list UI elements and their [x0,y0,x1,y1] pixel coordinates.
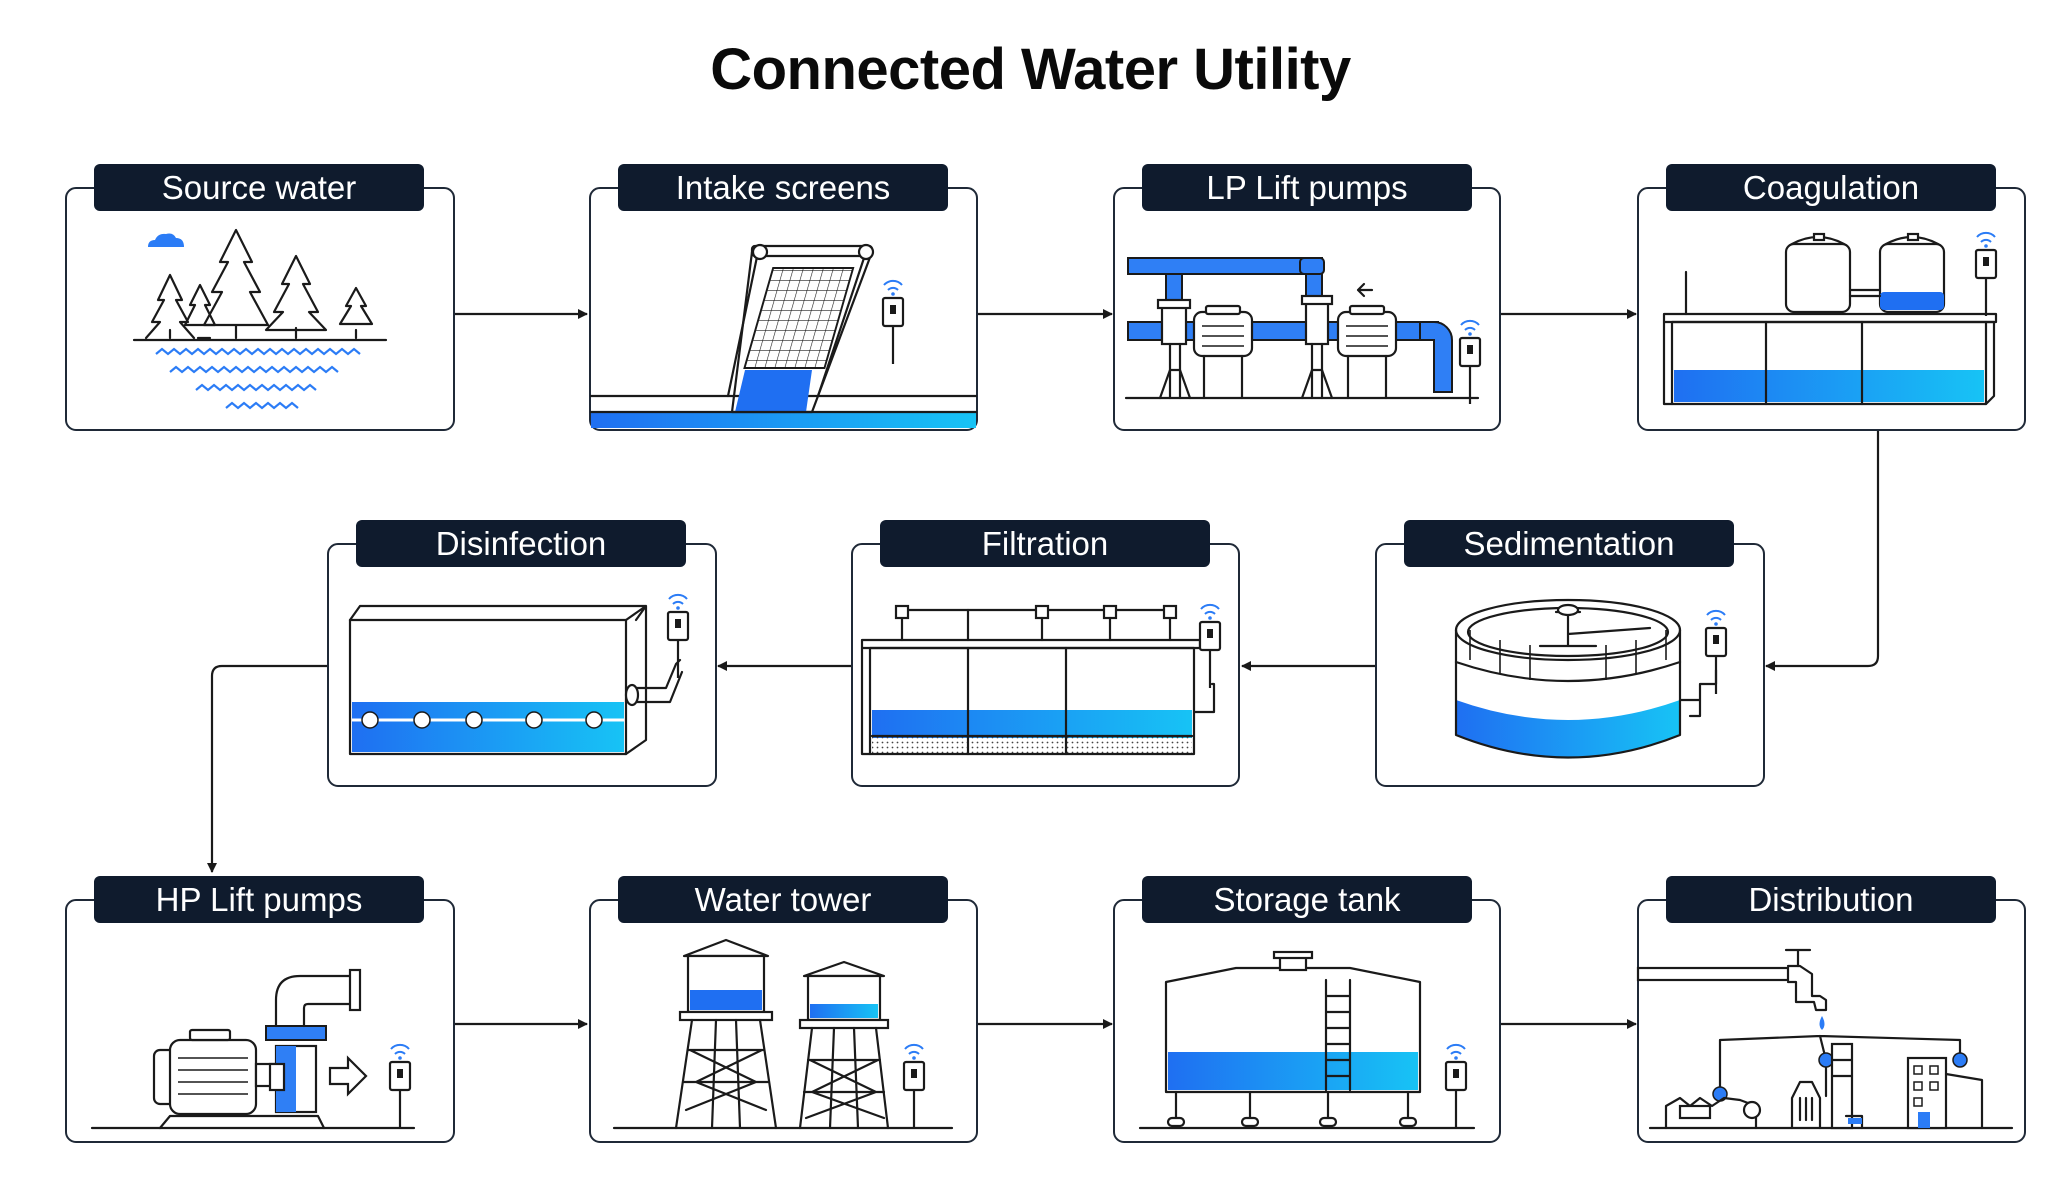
stage-label: Coagulation [1743,169,1919,206]
hp-pump-icon [90,968,416,1130]
stage-label-tab: HP Lift pumps [94,876,424,923]
filter-bed-icon [860,603,1222,756]
stage-label: Water tower [695,881,872,918]
water-tower-icon [612,938,954,1130]
stage-label-tab: Storage tank [1142,876,1472,923]
flow-arrow [207,664,327,873]
stage-box-storage-tank [1113,899,1501,1143]
page-title: Connected Water Utility [710,37,1351,102]
storage-tank-icon [1138,950,1476,1130]
stage-label-tab: Intake screens [618,164,948,211]
flow-arrow [1765,430,1880,671]
forest-lake-icon [132,228,388,410]
stage-label-tab: Filtration [880,520,1210,567]
stage-label-tab: Source water [94,164,424,211]
stage-box-hp-lift-pumps [65,899,455,1143]
stage-label: Storage tank [1213,881,1401,918]
distribution-icon [1636,948,2014,1130]
stage-box-water-tower [589,899,978,1143]
stage-label: HP Lift pumps [156,881,363,918]
stage-label: LP Lift pumps [1206,169,1407,206]
stage-label: Sedimentation [1464,525,1675,562]
stage-label-tab: LP Lift pumps [1142,164,1472,211]
stage-label-tab: Distribution [1666,876,1996,923]
stage-label: Source water [162,169,356,206]
intake-screen-icon [589,243,978,428]
stage-label-tab: Coagulation [1666,164,1996,211]
clarifier-icon [1454,598,1728,759]
coagulation-tank-icon [1662,231,1998,406]
stage-label: Filtration [982,525,1109,562]
stage-label: Intake screens [676,169,891,206]
stage-label-tab: Sedimentation [1404,520,1734,567]
lift-pump-icon [1124,257,1482,406]
disinfection-tank-icon [348,593,690,756]
stage-label-tab: Water tower [618,876,948,923]
stage-label: Distribution [1748,881,1913,918]
stage-label: Disinfection [436,525,607,562]
stage-label-tab: Disinfection [356,520,686,567]
